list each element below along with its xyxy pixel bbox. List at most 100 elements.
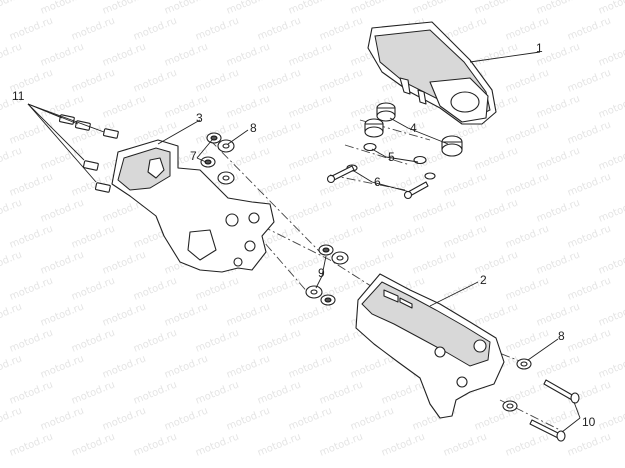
watermark-text: motod.ru: [504, 67, 551, 94]
callout-labels: 1 2 3 4 5 6 7 8 8 9 10 11: [12, 41, 596, 429]
watermark-text: motod.ru: [225, 353, 272, 380]
watermark-text: motod.ru: [504, 171, 551, 198]
watermark-text: motod.ru: [132, 379, 179, 406]
watermark-text: motod.ru: [0, 197, 24, 224]
watermark-text: motod.ru: [39, 41, 86, 68]
watermark-text: motod.ru: [8, 15, 55, 42]
watermark-text: motod.ru: [70, 67, 117, 94]
watermark-text: motod.ru: [287, 405, 334, 432]
watermark-text: motod.ru: [0, 41, 24, 68]
watermark-text: motod.ru: [256, 67, 303, 94]
watermark-text: motod.ru: [535, 197, 582, 224]
watermark-text: motod.ru: [194, 67, 241, 94]
watermark-text: motod.ru: [39, 0, 86, 17]
watermark-text: motod.ru: [566, 171, 613, 198]
watermark-text: motod.ru: [473, 197, 520, 224]
watermark-text: motod.ru: [132, 67, 179, 94]
callout-11: 11: [12, 89, 25, 103]
callout-5: 5: [388, 150, 395, 164]
watermark-text: motod.ru: [8, 171, 55, 198]
watermark-text: motod.ru: [566, 67, 613, 94]
watermark-text: motod.ru: [442, 431, 489, 458]
watermark-text: motod.ru: [380, 223, 427, 250]
watermark-text: motod.ru: [8, 327, 55, 354]
watermark-text: motod.ru: [566, 119, 613, 146]
callout-3: 3: [196, 111, 203, 125]
callout-10: 10: [582, 415, 596, 429]
cover-part: [355, 273, 505, 419]
watermark-text: motod.ru: [504, 275, 551, 302]
watermark-text: motod.ru: [287, 145, 334, 172]
watermark-text: motod.ru: [256, 119, 303, 146]
watermark-text: motod.ru: [597, 145, 625, 172]
instrument-cluster-part: [367, 21, 497, 125]
watermark-text: motod.ru: [225, 301, 272, 328]
watermark-text: motod.ru: [256, 171, 303, 198]
watermark-text: motod.ru: [70, 379, 117, 406]
watermark-text: motod.ru: [287, 301, 334, 328]
watermark-text: motod.ru: [101, 93, 148, 120]
watermark-text: motod.ru: [535, 0, 582, 17]
watermark-text: motod.ru: [70, 223, 117, 250]
watermark-text: motod.ru: [504, 119, 551, 146]
watermark-text: motod.ru: [349, 405, 396, 432]
watermark-text: motod.ru: [101, 405, 148, 432]
leader-lines: [27, 51, 581, 433]
watermark-text: motod.ru: [225, 93, 272, 120]
bolt-long-part: [502, 358, 580, 442]
watermark-text: motod.ru: [597, 301, 625, 328]
callout-2: 2: [480, 273, 487, 287]
watermark-text: motod.ru: [597, 353, 625, 380]
washer-part: [200, 132, 235, 185]
watermark-text: motod.ru: [256, 327, 303, 354]
watermark-text: motod.ru: [101, 353, 148, 380]
watermark-text: motod.ru: [194, 379, 241, 406]
watermark-text: motod.ru: [8, 379, 55, 406]
watermark-text: motod.ru: [256, 379, 303, 406]
watermark-text: motod.ru: [566, 223, 613, 250]
callout-7: 7: [190, 149, 197, 163]
watermark-text: motod.ru: [0, 301, 24, 328]
watermark-text: motod.ru: [287, 353, 334, 380]
watermark-text: motod.ru: [442, 223, 489, 250]
watermark-text: motod.ru: [411, 0, 458, 17]
watermark-text: motod.ru: [8, 223, 55, 250]
watermark-text: motod.ru: [535, 353, 582, 380]
watermark-text: motod.ru: [473, 0, 520, 17]
callout-9: 9: [318, 266, 325, 280]
watermark-text: motod.ru: [163, 0, 210, 17]
watermark-text: motod.ru: [101, 0, 148, 17]
watermark-text: motod.ru: [504, 223, 551, 250]
watermark-text: motod.ru: [597, 41, 625, 68]
watermark-text: motod.ru: [132, 275, 179, 302]
watermark-text: motod.ru: [0, 353, 24, 380]
watermark-text: motod.ru: [597, 405, 625, 432]
watermark-text: motod.ru: [566, 431, 613, 458]
watermark-text: motod.ru: [132, 327, 179, 354]
watermark-text: motod.ru: [0, 405, 24, 432]
watermark-text: motod.ru: [8, 275, 55, 302]
watermark-text: motod.ru: [318, 67, 365, 94]
watermark-text: motod.ru: [597, 93, 625, 120]
watermark-text: motod.ru: [380, 379, 427, 406]
watermark-text: motod.ru: [287, 0, 334, 17]
watermark-text: motod.ru: [535, 249, 582, 276]
watermark-text: motod.ru: [318, 379, 365, 406]
watermark-text: motod.ru: [70, 275, 117, 302]
watermark-text: motod.ru: [225, 0, 272, 17]
watermark-text: motod.ru: [256, 275, 303, 302]
watermark-text: motod.ru: [70, 327, 117, 354]
watermark-text: motod.ru: [380, 431, 427, 458]
watermark-text: motod.ru: [473, 145, 520, 172]
watermark-text: motod.ru: [163, 41, 210, 68]
watermark-text: motod.ru: [566, 327, 613, 354]
watermark-text: motod.ru: [349, 197, 396, 224]
watermark-text: motod.ru: [473, 301, 520, 328]
watermark-text: motod.ru: [132, 15, 179, 42]
callout-4: 4: [410, 121, 417, 135]
callout-1: 1: [536, 41, 543, 55]
watermark-text: motod.ru: [566, 15, 613, 42]
watermark-text: motod.ru: [473, 41, 520, 68]
